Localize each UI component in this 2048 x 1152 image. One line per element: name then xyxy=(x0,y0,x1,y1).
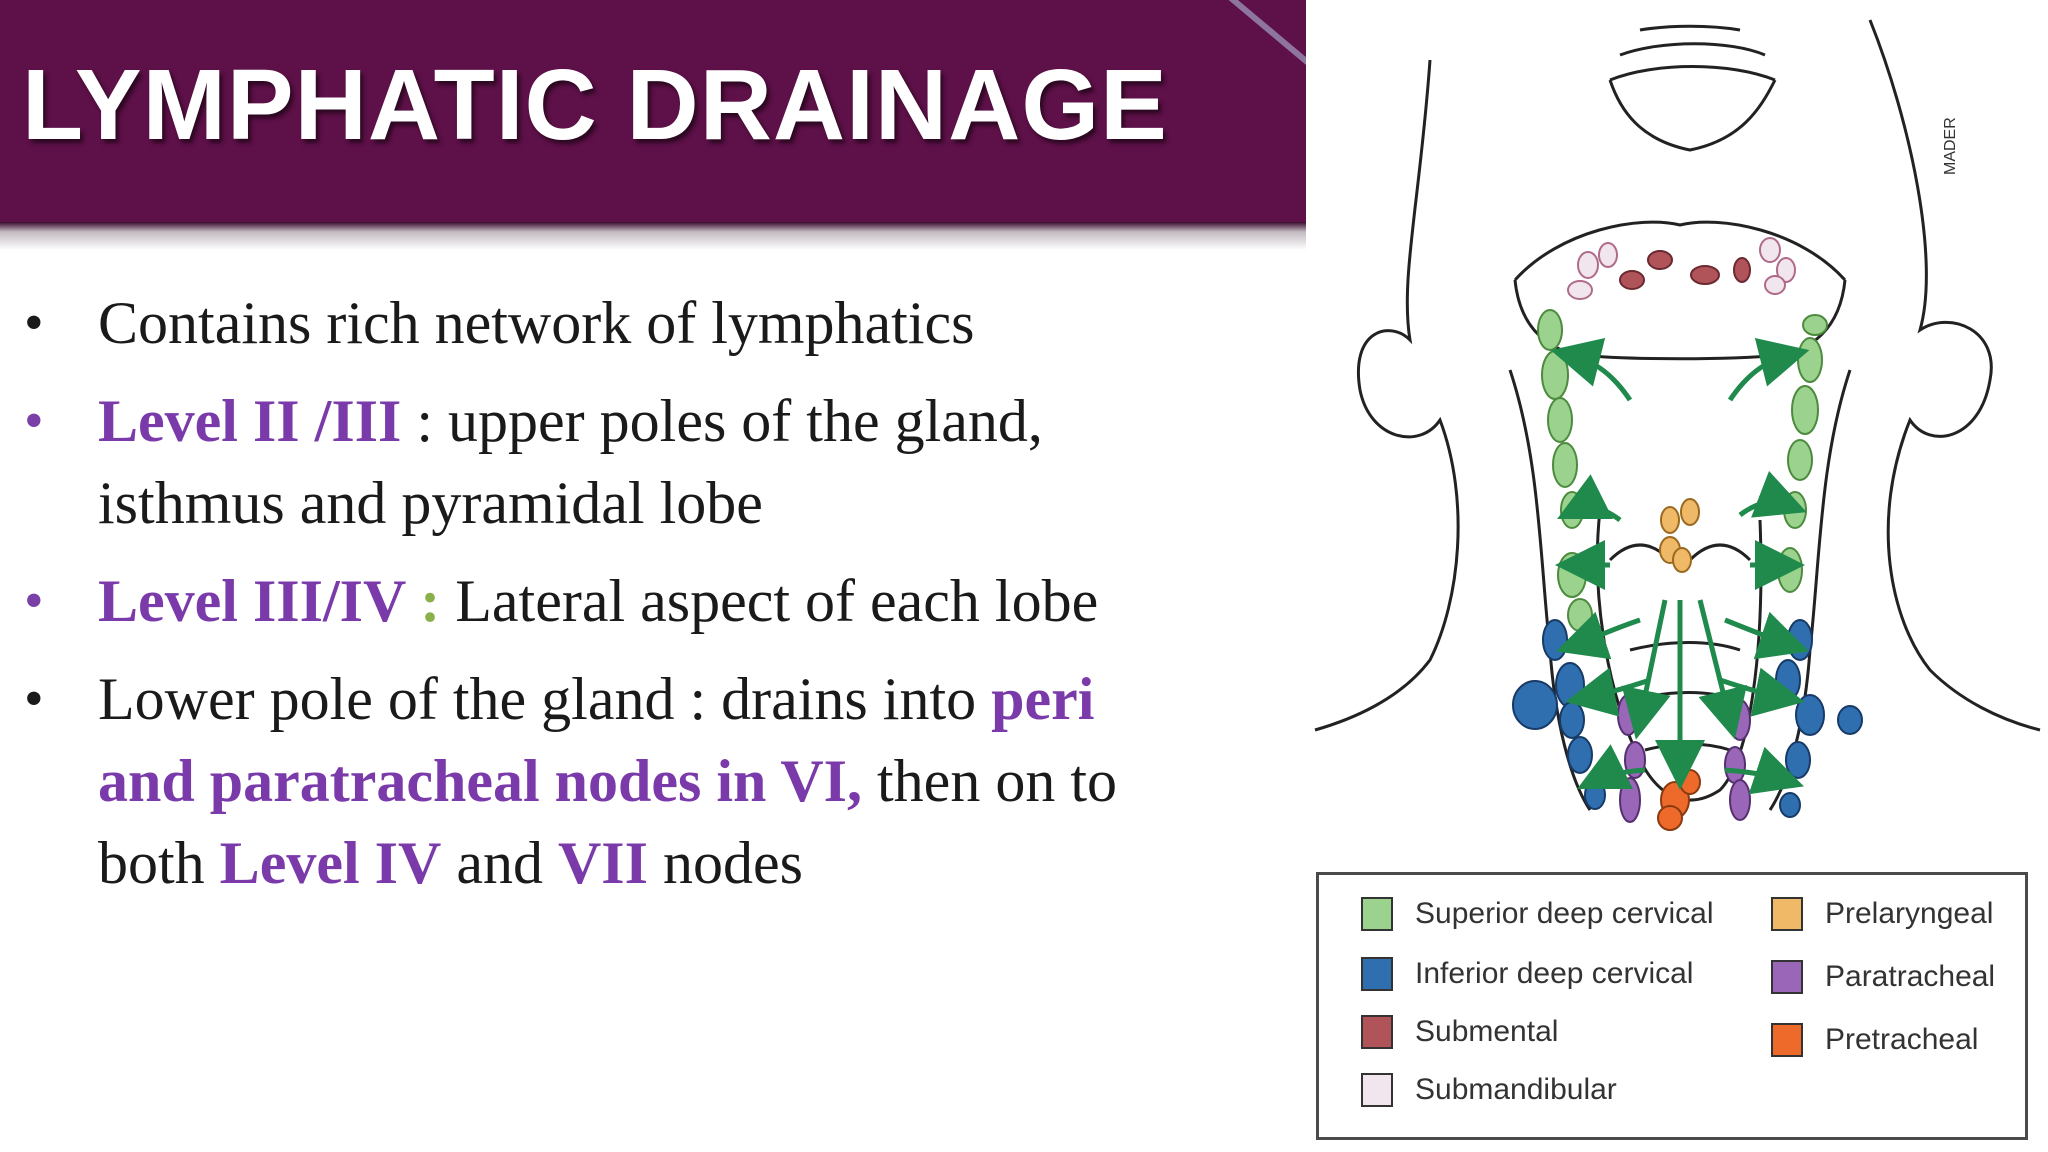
bullet-item: • Contains rich network of lymphatics xyxy=(0,282,1290,364)
legend-item-submental: Submental xyxy=(1361,1015,1558,1049)
bullet-dot: • xyxy=(24,292,44,354)
legend-swatch xyxy=(1361,1015,1393,1049)
legend-item-paratracheal: Paratracheal xyxy=(1771,960,1995,994)
bullet-list: • Contains rich network of lymphatics • … xyxy=(0,282,1290,920)
bullet-dot: • xyxy=(24,390,44,452)
legend-label: Prelaryngeal xyxy=(1825,897,1994,930)
bullet-text: nodes xyxy=(647,830,803,896)
bullet-text: Lower pole of the gland : drains into xyxy=(98,666,992,732)
node-legend: Superior deep cervical Inferior deep cer… xyxy=(1316,872,2028,1140)
submental-nodes xyxy=(1619,250,1751,290)
legend-swatch xyxy=(1771,960,1803,994)
level-label: Level III/IV xyxy=(98,568,406,634)
legend-label: Pretracheal xyxy=(1825,1023,1979,1056)
legend-item-superior-deep-cervical: Superior deep cervical xyxy=(1361,897,1714,931)
legend-swatch xyxy=(1361,1073,1393,1107)
bullet-text: both xyxy=(98,830,220,896)
legend-swatch xyxy=(1771,1023,1803,1057)
legend-item-prelaryngeal: Prelaryngeal xyxy=(1771,897,1993,931)
bullet-item: • Level II /III : upper poles of the gla… xyxy=(0,380,1290,544)
submandibular-nodes xyxy=(1567,237,1796,300)
legend-item-submandibular: Submandibular xyxy=(1361,1073,1617,1107)
legend-label: Inferior deep cervical xyxy=(1415,957,1694,990)
banner-shadow xyxy=(0,222,1306,250)
prelaryngeal-nodes xyxy=(1659,498,1700,573)
legend-label: Superior deep cervical xyxy=(1415,897,1714,930)
bullet-text: Lateral aspect of each lobe xyxy=(440,568,1099,634)
legend-label: Submandibular xyxy=(1415,1073,1617,1106)
title-banner: LYMPHATIC DRAINAGE xyxy=(0,0,1306,222)
illustrator-signature: MADER xyxy=(1942,117,1959,175)
drainage-arrows xyxy=(1550,338,1810,795)
slide-title: LYMPHATIC DRAINAGE xyxy=(22,49,1168,161)
bullet-text: Contains rich network of lymphatics xyxy=(98,290,975,356)
bullet-text: then on to xyxy=(862,748,1117,814)
legend-swatch xyxy=(1361,957,1393,991)
neck-lymph-node-illustration: MADER xyxy=(1314,19,2041,831)
level-label: VII xyxy=(557,830,648,896)
legend-swatch xyxy=(1771,897,1803,931)
legend-swatch xyxy=(1361,897,1393,931)
separator: : xyxy=(405,568,441,634)
node-label: peri xyxy=(991,666,1095,732)
paratracheal-nodes xyxy=(1617,694,1751,823)
node-label: and paratracheal nodes in VI, xyxy=(98,748,863,814)
level-label: Level IV xyxy=(219,830,442,896)
bullet-text-continued: isthmus and pyramidal lobe xyxy=(98,470,763,536)
bullet-text: : upper poles of the gland, xyxy=(401,388,1043,454)
bullet-text: and xyxy=(441,830,558,896)
legend-label: Submental xyxy=(1415,1015,1559,1048)
legend-item-inferior-deep-cervical: Inferior deep cervical xyxy=(1361,957,1693,991)
legend-label: Paratracheal xyxy=(1825,960,1996,993)
bullet-dot: • xyxy=(24,570,44,632)
banner-accent-stripe xyxy=(1222,0,1306,72)
legend-item-pretracheal: Pretracheal xyxy=(1771,1023,1978,1057)
bullet-item: • Lower pole of the gland : drains into … xyxy=(0,658,1290,904)
level-label: Level II /III xyxy=(98,388,402,454)
bullet-item: • Level III/IV : Lateral aspect of each … xyxy=(0,560,1290,642)
bullet-dot: • xyxy=(24,668,44,730)
